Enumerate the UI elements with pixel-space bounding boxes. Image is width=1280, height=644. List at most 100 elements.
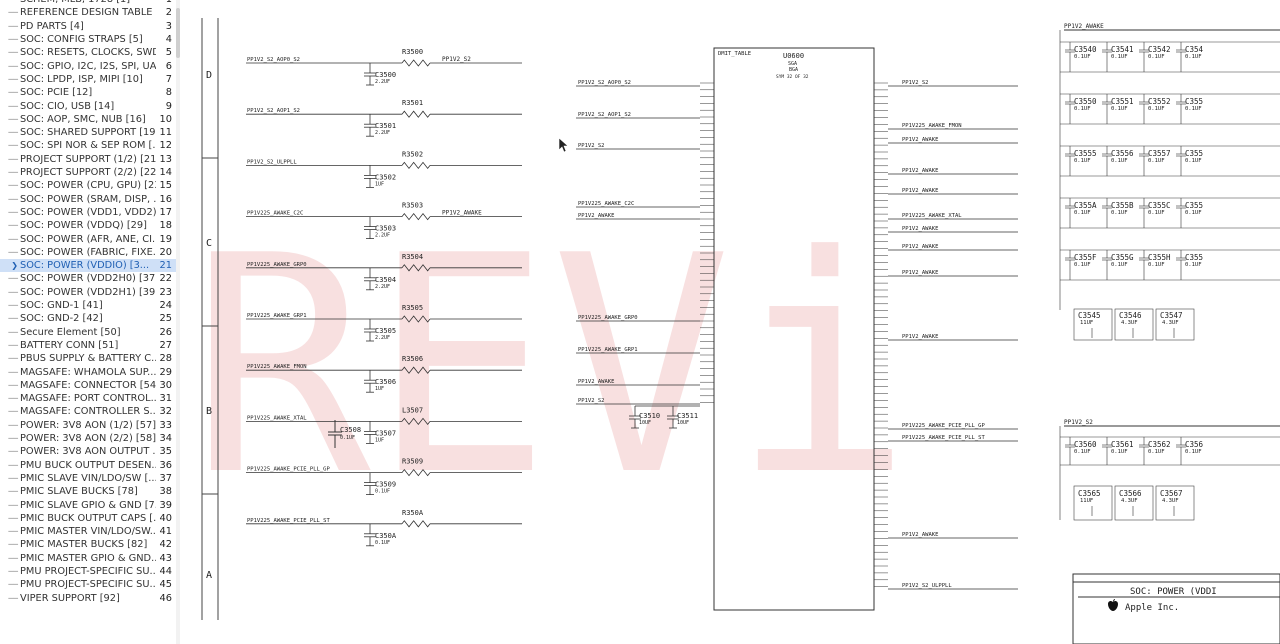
sidebar-page-item[interactable]: ──SOC: LPDP, ISP, MIPI [10]7: [0, 73, 180, 86]
tree-branch-icon: ──: [8, 500, 18, 510]
sidebar-page-item[interactable]: ──SOC: POWER (AFR, ANE, CI...19: [0, 232, 180, 245]
sidebar-page-item[interactable]: ──Secure Element [50]26: [0, 326, 180, 339]
sidebar-page-item[interactable]: ──SOC: CONFIG STRAPS [5]4: [0, 33, 180, 46]
sidebar-page-item[interactable]: ──POWER: 3V8 AON (2/2) [58]34: [0, 432, 180, 445]
sidebar-page-item[interactable]: ──POWER: 3V8 AON (1/2) [57]33: [0, 419, 180, 432]
sidebar-page-item[interactable]: ──SOC: GND-2 [42]25: [0, 312, 180, 325]
sidebar-page-item[interactable]: ──POWER: 3V8 AON OUTPUT ...35: [0, 445, 180, 458]
sidebar-page-item[interactable]: ──PD PARTS [4]3: [0, 20, 180, 33]
sidebar-page-item[interactable]: ──PMIC SLAVE GPIO & GND [7...39: [0, 498, 180, 511]
sidebar-page-number: 22: [159, 273, 172, 285]
cap-value: 10UF: [639, 420, 651, 426]
chip-left-net: PP1V225_AWAKE_GRP1: [576, 347, 700, 354]
sidebar-page-item[interactable]: ──SOC: POWER (VDDQ) [29]18: [0, 219, 180, 232]
cap-value: 0.1UF: [1185, 54, 1202, 60]
net-label: PP1V225_AWAKE_GRP0: [578, 315, 638, 321]
net-label: PP1V2_AWAKE: [902, 226, 938, 232]
sidebar-page-item[interactable]: ──SOC: POWER (CPU, GPU) [23]15: [0, 179, 180, 192]
sidebar-page-item[interactable]: ──SOC: POWER (FABRIC, FIXE...20: [0, 246, 180, 259]
sidebar-page-item[interactable]: ──SOC: SHARED SUPPORT [19]11: [0, 126, 180, 139]
res-ref: R3506: [402, 355, 423, 363]
tree-branch-icon: ──: [8, 354, 18, 364]
sidebar-page-item[interactable]: ──BATTERY CONN [51]27: [0, 339, 180, 352]
cap-ref: C3552: [1148, 97, 1171, 106]
sidebar-page-item[interactable]: ──MAGSAFE: WHAMOLA SUP...29: [0, 365, 180, 378]
sidebar-page-item[interactable]: ──VIPER SUPPORT [92]46: [0, 592, 180, 605]
sidebar-page-item[interactable]: ──PMIC SLAVE VIN/LDO/SW [...37: [0, 472, 180, 485]
net-label: PP1V225_AWAKE_GRP1: [578, 347, 638, 353]
sidebar-page-item[interactable]: ──PMIC MASTER BUCKS [82]42: [0, 538, 180, 551]
chip-left-net: PP1V2_AWAKE: [576, 379, 700, 386]
sidebar-page-item[interactable]: ──PROJECT SUPPORT (1/2) [21]13: [0, 153, 180, 166]
cap-ref: C3500: [375, 71, 396, 79]
sidebar-page-number: 29: [159, 366, 172, 378]
cap-value: 0.1UF: [1074, 449, 1091, 455]
cap-ref: C355: [1185, 253, 1203, 262]
sidebar-page-item[interactable]: ──SOC: POWER (VDD2H1) [39]23: [0, 286, 180, 299]
sidebar-page-label: SOC: CIO, USB [14]: [20, 100, 115, 112]
sidebar-page-number: 31: [159, 393, 172, 405]
net-label: PP1V225_AWAKE_GRP1: [247, 313, 307, 319]
tree-branch-icon: ──: [8, 114, 18, 124]
cap-ref: C355: [1185, 201, 1203, 210]
sidebar-page-item[interactable]: ──PMIC SLAVE BUCKS [78]38: [0, 485, 180, 498]
sidebar-page-label: MAGSAFE: WHAMOLA SUP...: [20, 366, 156, 378]
sidebar-page-label: SOC: POWER (FABRIC, FIXE...: [20, 246, 156, 258]
sidebar-scrollbar[interactable]: [176, 0, 180, 644]
res-ref: R350A: [402, 509, 424, 517]
sidebar-page-item[interactable]: ──SOC: GPIO, I2C, I2S, SPI, UA...6: [0, 60, 180, 73]
sidebar-page-item[interactable]: ──SOC: AOP, SMC, NUB [16]10: [0, 113, 180, 126]
sidebar-page-item[interactable]: ──SOC: GND-1 [41]24: [0, 299, 180, 312]
sidebar-page-item[interactable]: ──SOC: PCIE [12]8: [0, 86, 180, 99]
chip-left-net: PP1V2_AWAKE: [576, 213, 700, 220]
cap-value: 0.1UF: [1074, 54, 1091, 60]
title-block-title: SOC: POWER (VDDI: [1130, 587, 1217, 597]
sidebar-page-item[interactable]: ──SOC: POWER (SRAM, DISP, ...16: [0, 193, 180, 206]
sidebar-page-item[interactable]: ──PMU PROJECT-SPECIFIC SU...44: [0, 565, 180, 578]
sidebar-page-item[interactable]: ──PMIC BUCK OUTPUT CAPS [...40: [0, 512, 180, 525]
sidebar-page-item[interactable]: ──MAGSAFE: CONTROLLER S...32: [0, 405, 180, 418]
sidebar-page-number: 26: [159, 326, 172, 338]
cap-value: 0.1UF: [1074, 158, 1091, 164]
net-label: PP1V225_AWAKE_PCIE_PLL_ST: [902, 435, 985, 441]
tree-branch-icon: ──: [8, 367, 18, 377]
sidebar-page-label: Secure Element [50]: [20, 326, 121, 338]
sidebar-page-item[interactable]: ──PROJECT SUPPORT (2/2) [22]14: [0, 166, 180, 179]
sidebar-page-item[interactable]: ──MAGSAFE: CONNECTOR [54]30: [0, 379, 180, 392]
sidebar-page-item[interactable]: ──PMIC MASTER VIN/LDO/SW...41: [0, 525, 180, 538]
net-label: PP1V2_S2_AOP1_S2: [578, 112, 631, 118]
sidebar-page-item[interactable]: ──PMIC MASTER GPIO & GND...43: [0, 552, 180, 565]
sidebar-page-item[interactable]: ──SOC: POWER (VDD2H0) [37]22: [0, 272, 180, 285]
sidebar-page-label: PMU PROJECT-SPECIFIC SU...: [20, 566, 156, 578]
sidebar-page-item[interactable]: ──MAGSAFE: PORT CONTROL...31: [0, 392, 180, 405]
sidebar-page-item[interactable]: ──PMU PROJECT-SPECIFIC SU...45: [0, 578, 180, 591]
tree-branch-icon: ──: [8, 460, 18, 470]
sidebar-page-label: SOC: CONFIG STRAPS [5]: [20, 34, 143, 46]
cap-ref: C3567: [1160, 489, 1183, 498]
sidebar-page-label: PMIC MASTER VIN/LDO/SW...: [20, 526, 156, 538]
chip-right-net: PP1V225_AWAKE_PCIE_PLL_GP: [888, 423, 1018, 430]
sidebar-page-item[interactable]: ──PMU BUCK OUTPUT DESEN...36: [0, 459, 180, 472]
sidebar-page-item[interactable]: ❯SOC: POWER (VDDIO) [3...21: [0, 259, 180, 273]
sidebar-page-item[interactable]: ──REFERENCE DESIGN TABLE [2]2: [0, 6, 180, 19]
sidebar-page-label: PD PARTS [4]: [20, 20, 84, 32]
sidebar-scrollbar-thumb[interactable]: [176, 8, 180, 58]
sidebar-page-item[interactable]: ──SOC: RESETS, CLOCKS, SWD [...5: [0, 46, 180, 59]
chip-right-net: PP1V2_AWAKE: [888, 532, 1018, 539]
sidebar-page-item[interactable]: ──SOC: POWER (VDD1, VDD2) ...17: [0, 206, 180, 219]
sidebar-page-label: SOC: PCIE [12]: [20, 87, 93, 99]
res-ref: R3505: [402, 304, 423, 312]
chip-right-net: PP1V2_AWAKE: [888, 137, 1018, 144]
sidebar-page-item[interactable]: ──SCHEM, MLB, 1728 [1]1: [0, 0, 180, 6]
cap-ref: C3565: [1078, 489, 1101, 498]
sidebar-page-item[interactable]: ──SOC: SPI NOR & SEP ROM [...12: [0, 139, 180, 152]
sidebar-page-item[interactable]: ──SOC: CIO, USB [14]9: [0, 99, 180, 112]
sidebar-page-item[interactable]: ──PBUS SUPPLY & BATTERY C...28: [0, 352, 180, 365]
cap-value: 4.3UF: [1121, 320, 1138, 326]
cap-value: 0.1UF: [1111, 449, 1128, 455]
